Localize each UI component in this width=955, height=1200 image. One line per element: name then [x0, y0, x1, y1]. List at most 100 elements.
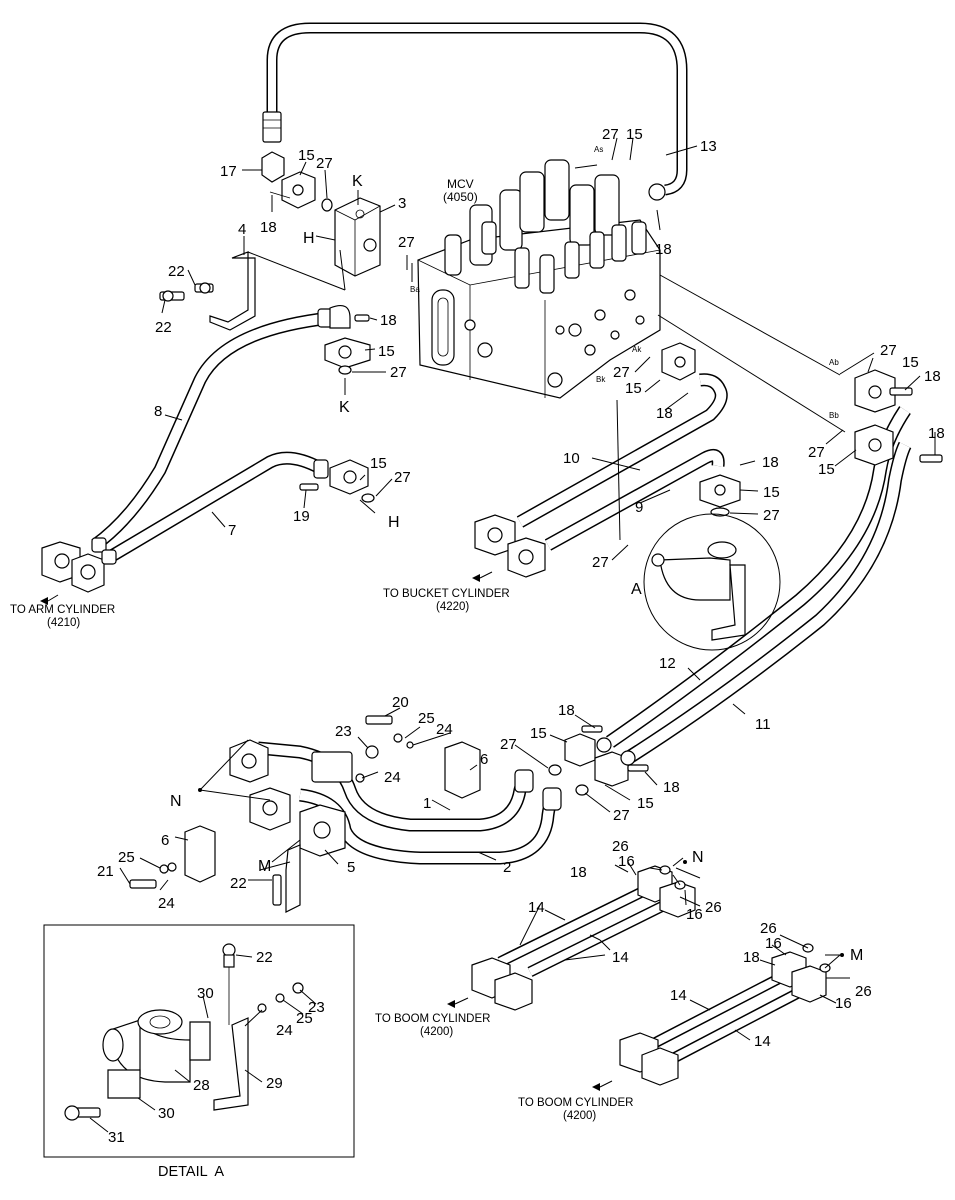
bucket-cylinder-code: (4220) — [436, 601, 469, 613]
detail-a-circle — [643, 513, 781, 651]
port-ak: Ak — [632, 345, 642, 354]
mcv-code: (4050) — [443, 190, 478, 204]
arm-cylinder-code: (4210) — [47, 617, 80, 629]
block-3 — [261, 151, 381, 277]
bucket-cylinder-label: TO BUCKET CYLINDER — [383, 588, 510, 600]
hose-9 — [544, 448, 725, 551]
callout-4: 4 — [238, 221, 246, 238]
port-bb: Bb — [829, 411, 839, 420]
callout-10: 10 — [563, 450, 580, 467]
callout-24: 24 — [436, 721, 453, 738]
callout-24: 24 — [384, 769, 401, 786]
callout-18: 18 — [558, 702, 575, 719]
callout-15: 15 — [530, 725, 547, 742]
callout-22: 22 — [155, 319, 172, 336]
bucket-flanges — [474, 342, 741, 578]
callout-26: 26 — [612, 838, 629, 855]
destination-labels: TO ARM CYLINDER (4210) TO BUCKET CYLINDE… — [10, 588, 633, 1122]
ref-h: H — [303, 230, 315, 247]
callout-2: 2 — [503, 859, 511, 876]
callout-6: 6 — [161, 832, 169, 849]
callout-29: 29 — [266, 1075, 283, 1092]
callout-14: 14 — [612, 949, 629, 966]
hose-8 — [91, 305, 351, 551]
callout-15: 15 — [370, 455, 387, 472]
callout-15: 15 — [637, 795, 654, 812]
boom-hoses-lower — [619, 943, 831, 1086]
callout-9: 9 — [635, 499, 643, 516]
leader-lines — [119, 137, 936, 1041]
callout-15: 15 — [902, 354, 919, 371]
callout-12: 12 — [659, 655, 676, 672]
callout-24: 24 — [158, 895, 175, 912]
arm-cylinder-label: TO ARM CYLINDER — [10, 604, 115, 616]
callout-15: 15 — [626, 126, 643, 143]
callout-27: 27 — [808, 444, 825, 461]
mcv-name: MCV — [447, 177, 474, 191]
callout-8: 8 — [154, 403, 162, 420]
callout-1: 1 — [423, 795, 431, 812]
port-labels: As Ba Ak Bk Ab Bb — [410, 145, 839, 420]
callout-18: 18 — [260, 219, 277, 236]
callout-27: 27 — [394, 469, 411, 486]
callout-18: 18 — [656, 405, 673, 422]
callout-27: 27 — [316, 155, 333, 172]
port-ab: Ab — [829, 358, 839, 367]
mcv-label: MCV (4050) — [443, 177, 478, 204]
port-ba: Ba — [410, 285, 420, 294]
callout-23: 23 — [335, 723, 352, 740]
callout-22: 22 — [230, 875, 247, 892]
boom-hoses-upper — [471, 865, 696, 1011]
callout-27: 27 — [613, 364, 630, 381]
callout-15: 15 — [378, 343, 395, 360]
main-control-valve — [417, 159, 661, 399]
callout-27: 27 — [592, 554, 609, 571]
callout-22: 22 — [168, 263, 185, 280]
callout-numbers: 13 27 15 18 17 15 27 18 3 27 4 22 22 18 … — [97, 126, 945, 1146]
callout-7: 7 — [228, 522, 236, 539]
callout-30: 30 — [158, 1105, 175, 1122]
callout-27: 27 — [613, 807, 630, 824]
ref-n: N — [692, 849, 704, 866]
callout-24: 24 — [276, 1022, 293, 1039]
callout-30: 30 — [197, 985, 214, 1002]
ref-k: K — [352, 173, 363, 190]
callout-26: 26 — [760, 920, 777, 937]
callout-5: 5 — [347, 859, 355, 876]
callout-18: 18 — [924, 368, 941, 385]
lower-fittings — [129, 715, 562, 913]
callout-21: 21 — [97, 863, 114, 880]
callout-27: 27 — [602, 126, 619, 143]
callout-15: 15 — [818, 461, 835, 478]
callout-26: 26 — [705, 899, 722, 916]
callout-16: 16 — [765, 935, 782, 952]
port-as: As — [594, 145, 603, 154]
callout-15: 15 — [763, 484, 780, 501]
ref-a: A — [631, 581, 642, 598]
callout-27: 27 — [880, 342, 897, 359]
hose-13 — [262, 22, 688, 201]
hose-7 — [106, 451, 375, 563]
ref-n: N — [170, 793, 182, 810]
ref-k: K — [339, 399, 350, 416]
callout-16: 16 — [835, 995, 852, 1012]
callout-25: 25 — [296, 1010, 313, 1027]
callout-16: 16 — [686, 906, 703, 923]
callout-17: 17 — [220, 163, 237, 180]
boom-cylinder-code: (4200) — [563, 1110, 596, 1122]
right-flanges — [854, 369, 943, 466]
detail-a-box — [43, 924, 355, 1158]
ref-m: M — [258, 858, 271, 875]
ref-m: M — [850, 947, 863, 964]
callout-27: 27 — [398, 234, 415, 251]
callout-27: 27 — [763, 507, 780, 524]
callout-23: 23 — [308, 999, 325, 1016]
callout-3: 3 — [398, 195, 406, 212]
callout-16: 16 — [618, 853, 635, 870]
boom-cylinder-label: TO BOOM CYLINDER — [375, 1013, 490, 1025]
flange-15-k — [324, 314, 371, 375]
boom-cylinder-label: TO BOOM CYLINDER — [518, 1097, 633, 1109]
port-bk: Bk — [596, 375, 606, 384]
callout-15: 15 — [625, 380, 642, 397]
